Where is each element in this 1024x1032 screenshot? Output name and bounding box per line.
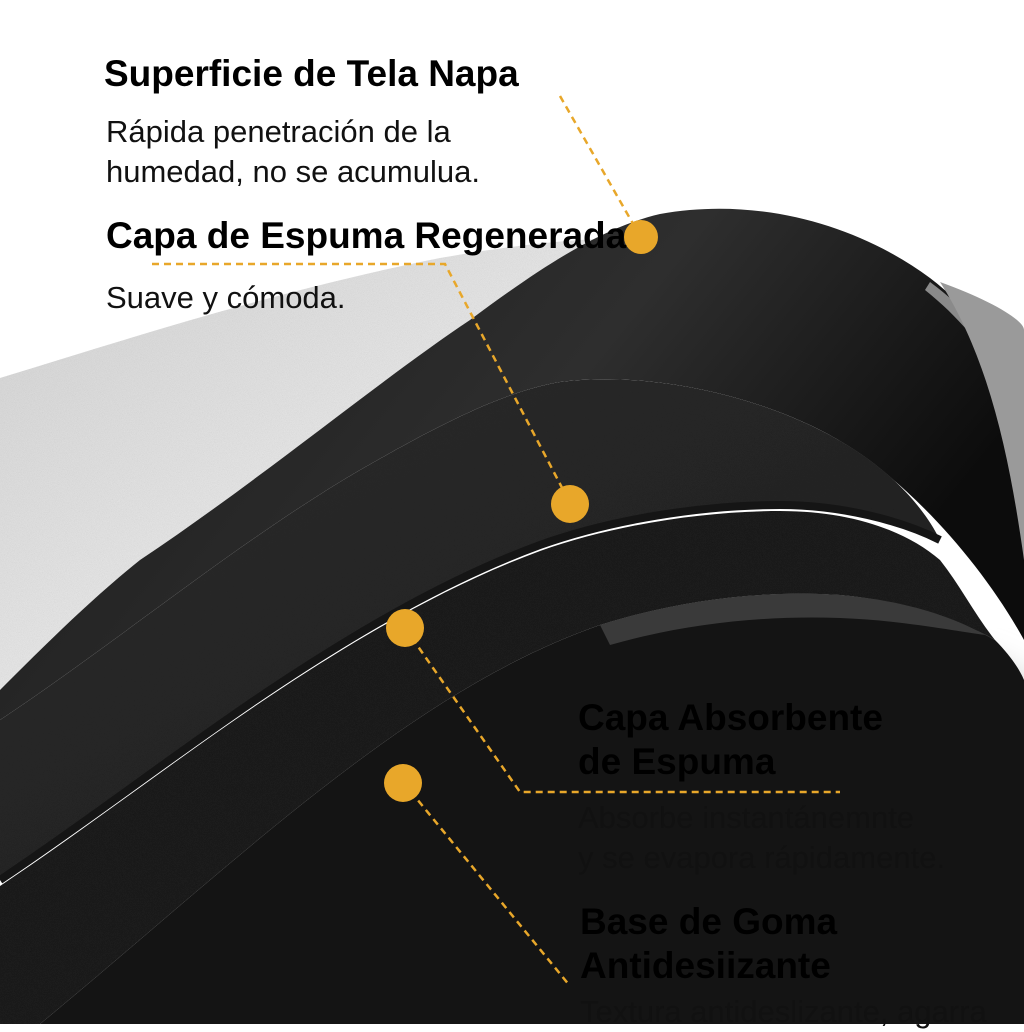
layer-4-title: Base de Goma Antidesiizante [580, 900, 837, 988]
rubber-base-edge [600, 593, 985, 645]
callout-dot-2 [551, 485, 589, 523]
top-layer [0, 208, 1024, 720]
layer-3-desc-line-2: y se evapora rápidamente. [578, 840, 946, 875]
regenerated-foam-layer [0, 379, 940, 880]
callout-dot-1 [624, 220, 658, 254]
layer-2-title: Capa de Espuma Regenerada [106, 215, 627, 256]
leader-line-2 [152, 262, 572, 504]
leader-line-4 [402, 781, 571, 987]
layer-3-title-line-2: de Espuma [578, 741, 776, 782]
layer-4-description: Textura antideslizante, agarra [580, 994, 987, 1029]
layer-3-description: Absorbe instantánemnte y se evapora rápi… [578, 798, 945, 878]
leader-lines [152, 95, 840, 987]
absorbent-foam-layer [0, 511, 995, 1024]
layer-1-desc-line-1: Rápida penetración de la [106, 114, 451, 149]
edge-highlight [925, 282, 1024, 440]
layer-3-title-line-1: Capa Absorbente [578, 697, 883, 738]
layer-1-desc-line-2: humedad, no se acumulua. [106, 154, 480, 189]
outer-grey-edge [940, 282, 1024, 560]
layer-3-title: Capa Absorbente de Espuma [578, 696, 883, 784]
layer-4-title-line-1: Base de Goma [580, 901, 838, 942]
layer-2-description: Suave y cómoda. [106, 280, 346, 315]
layer-1-title: Superficie de Tela Napa [104, 53, 519, 94]
layer-3-desc-line-1: Absorbe instantánemnte [578, 800, 915, 835]
fabric-surface [0, 238, 640, 690]
callout-dot-4 [384, 764, 422, 802]
layer-4-title-line-2: Antidesiizante [580, 945, 831, 986]
leader-line-3 [403, 627, 840, 794]
leader-line-1 [558, 95, 642, 237]
layer-separator [0, 500, 942, 884]
layer-1-description: Rápida penetración de la humedad, no se … [106, 112, 480, 192]
rubber-base-layer [40, 593, 1024, 1024]
callout-dot-3 [386, 609, 424, 647]
